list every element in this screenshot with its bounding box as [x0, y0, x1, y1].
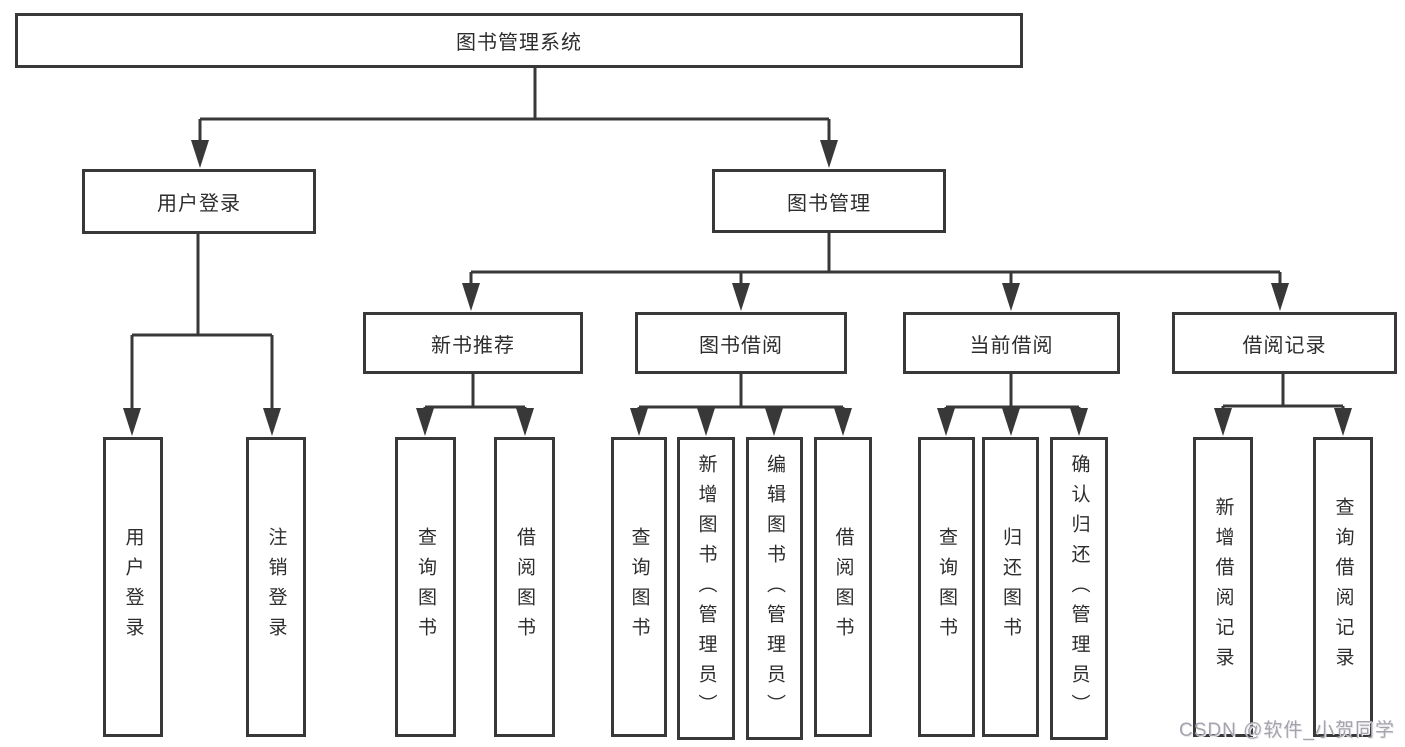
node-new-book-recommend: 新书推荐 [363, 312, 583, 374]
leaf-query-books-3: 查询图书 [918, 437, 975, 737]
node-label: 新增图书（管理员） [695, 453, 717, 724]
connector-user-login-branch [130, 234, 274, 409]
node-book-borrowing: 图书借阅 [635, 312, 847, 374]
node-label: 查询图书 [415, 527, 436, 647]
arrowhead [820, 140, 838, 168]
arrowhead [732, 283, 750, 311]
node-label: 图书管理系统 [456, 32, 582, 54]
arrowhead [765, 408, 783, 436]
connector-root-branch [198, 68, 831, 141]
arrowhead [1271, 283, 1289, 311]
node-label: 当前借阅 [969, 334, 1054, 357]
connector-book-mgmt-branch [469, 233, 1282, 284]
leaf-logout: 注销登录 [246, 437, 306, 737]
connector-new-book-branch [423, 374, 527, 409]
node-label: 新增借阅记录 [1212, 497, 1234, 677]
leaf-confirm-return-admin: 确认归还（管理员） [1050, 437, 1108, 740]
arrowhead [1002, 283, 1020, 311]
node-label: 确认归还（管理员） [1068, 453, 1090, 724]
node-borrowing-records: 借阅记录 [1172, 312, 1397, 374]
leaf-return-book: 归还图书 [982, 437, 1039, 737]
node-label: 借阅图书 [514, 527, 535, 647]
arrowhead [834, 408, 852, 436]
arrowhead [630, 408, 648, 436]
leaf-query-books-2: 查询图书 [611, 437, 667, 737]
arrowhead [462, 283, 480, 311]
arrowhead [697, 408, 715, 436]
node-label: 归还图书 [1000, 527, 1021, 647]
node-label: 注销登录 [265, 527, 287, 647]
leaf-query-books-1: 查询图书 [395, 437, 456, 737]
node-label: 新书推荐 [431, 334, 515, 357]
node-root-system: 图书管理系统 [15, 13, 1023, 68]
leaf-user-login: 用户登录 [103, 437, 163, 737]
arrowhead [416, 408, 434, 436]
arrowhead [1002, 408, 1020, 436]
arrowhead [1070, 408, 1088, 436]
node-label: 借阅图书 [832, 527, 854, 647]
leaf-borrow-books-2: 借阅图书 [814, 437, 872, 737]
csdn-watermark: CSDN @软件_小贺同学 [1179, 720, 1395, 741]
leaf-query-borrow-record: 查询借阅记录 [1313, 437, 1373, 737]
node-book-management: 图书管理 [712, 169, 946, 233]
node-label: 图书借阅 [699, 334, 783, 357]
leaf-add-borrow-record: 新增借阅记录 [1193, 437, 1253, 737]
node-current-borrowing: 当前借阅 [903, 312, 1120, 374]
arrowhead [516, 408, 534, 436]
node-label: 查询图书 [936, 527, 957, 647]
arrowhead [1214, 408, 1232, 436]
node-label: 查询借阅记录 [1332, 497, 1354, 677]
node-label: 图书管理 [787, 192, 871, 215]
arrowhead [937, 408, 955, 436]
node-label: 用户登录 [157, 193, 241, 215]
node-label: 编辑图书（管理员） [764, 453, 785, 724]
arrowhead [191, 140, 209, 168]
leaf-borrow-books-1: 借阅图书 [494, 437, 555, 737]
arrowhead [263, 408, 281, 436]
arrowhead [123, 408, 141, 436]
node-label: 查询图书 [628, 527, 650, 647]
node-user-login: 用户登录 [82, 169, 316, 234]
connector-book-borrow-branch [637, 374, 845, 409]
node-label: 用户登录 [122, 527, 144, 647]
connector-borrow-record-branch [1221, 374, 1345, 409]
arrowhead [1334, 408, 1352, 436]
node-label: 借阅记录 [1242, 334, 1327, 357]
connector-current-borrow-branch [944, 374, 1081, 409]
leaf-edit-book-admin: 编辑图书（管理员） [746, 437, 803, 740]
leaf-add-book-admin: 新增图书（管理员） [677, 437, 735, 740]
